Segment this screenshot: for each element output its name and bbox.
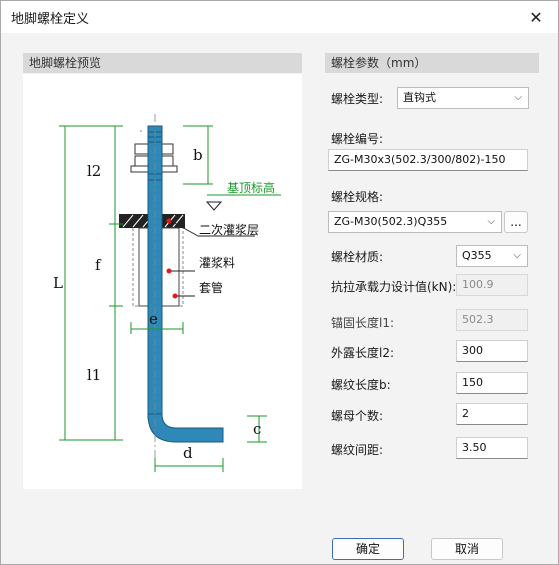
anchor-length-input: 502.3 [456,309,528,331]
preview-header: 地脚螺栓预览 [23,53,302,73]
thread-length-input[interactable]: 150 [456,372,528,394]
title-bar: 地脚螺栓定义 ✕ [1,1,558,33]
label-grout-material: 灌浆料 [199,255,235,270]
thread-gap-label: 螺纹间距: [331,443,384,457]
dimension-labels: l2 b L f e l1 c d [53,146,261,462]
chevron-down-icon: ⌵ [487,216,495,227]
bolt-code-input[interactable]: ZG-M30x3(502.3/300/802)-150 [328,149,528,171]
bolt-type-value: 直钩式 [403,91,436,104]
material-value: Q355 [462,249,492,262]
marker-sleeve [172,293,178,299]
label-l2: l2 [87,162,101,180]
material-label: 螺栓材质: [331,250,384,264]
tensile-label: 抗拉承载力设计值(kN): [331,280,457,294]
bolt-diagram: l2 b L f e l1 c d 基顶标高 二次灌浆层 灌浆料 套管 [53,114,281,472]
ok-button[interactable]: 确定 [332,538,404,560]
bolt-spec-more-button[interactable]: ... [504,211,528,233]
cancel-button[interactable]: 取消 [431,538,503,560]
thread-length-label: 螺纹长度b: [331,378,391,392]
bolt-spec-value: ZG-M30(502.3)Q355 [334,215,448,228]
label-d: d [183,444,193,462]
chevron-down-icon: ⌵ [513,250,521,261]
label-f: f [95,256,102,274]
dimension-lines [59,125,267,472]
label-l1: l1 [87,366,101,384]
tensile-input: 100.9 [456,274,528,296]
bolt-type-label: 螺栓类型: [331,92,384,106]
window-title: 地脚螺栓定义 [11,12,90,27]
material-select[interactable]: Q355 ⌵ [456,245,528,267]
label-L: L [53,274,63,292]
bolt-code-label: 螺栓编号: [331,132,384,146]
nut-count-input[interactable]: 2 [456,403,528,425]
leader-lines [170,220,255,297]
bolt-spec-select[interactable]: ZG-M30(502.3)Q355 ⌵ [328,211,502,233]
exposed-length-input[interactable]: 300 [456,340,528,362]
anchor-length-label: 锚固长度l1: [331,316,395,330]
bolt-preview-panel: l2 b L f e l1 c d 基顶标高 二次灌浆层 灌浆料 套管 [23,74,302,489]
label-b: b [193,146,203,164]
bolt-spec-label: 螺栓规格: [331,190,384,204]
exposed-length-label: 外露长度l2: [331,346,395,360]
bolt-type-select[interactable]: 直钩式 ⌵ [397,87,529,109]
label-grout-layer: 二次灌浆层 [199,222,259,237]
label-elevation: 基顶标高 [227,180,275,195]
marker-grout-layer [166,218,172,224]
chevron-down-icon: ⌵ [514,92,522,103]
close-icon[interactable]: ✕ [529,7,543,27]
params-header: 螺栓参数（mm） [325,53,539,73]
elevation-mark [205,194,281,211]
label-sleeve: 套管 [199,280,223,295]
thread-gap-input[interactable]: 3.50 [456,437,528,459]
marker-grout-material [166,268,172,274]
label-e: e [149,310,158,328]
annotation-labels: 基顶标高 二次灌浆层 灌浆料 套管 [199,180,275,295]
nut-count-label: 螺母个数: [331,409,384,423]
label-c: c [253,420,261,438]
